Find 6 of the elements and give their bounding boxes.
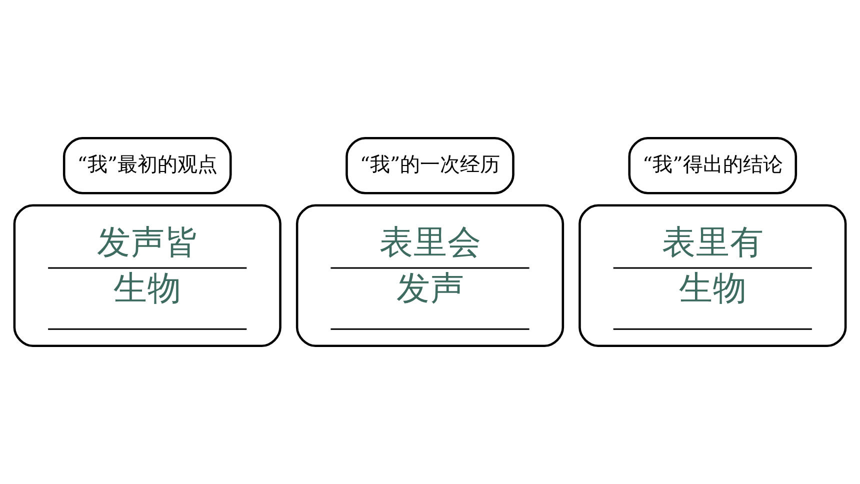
node-box: 表里会发声 xyxy=(296,204,564,348)
node-box: “我”最初的观点 xyxy=(62,136,232,194)
node-box: “我”得出的结论 xyxy=(628,136,798,194)
node-box: 表里有生物 xyxy=(578,204,847,348)
node-box: 发声皆生物 xyxy=(13,204,282,348)
node-box: “我”的一次经历 xyxy=(346,136,514,194)
